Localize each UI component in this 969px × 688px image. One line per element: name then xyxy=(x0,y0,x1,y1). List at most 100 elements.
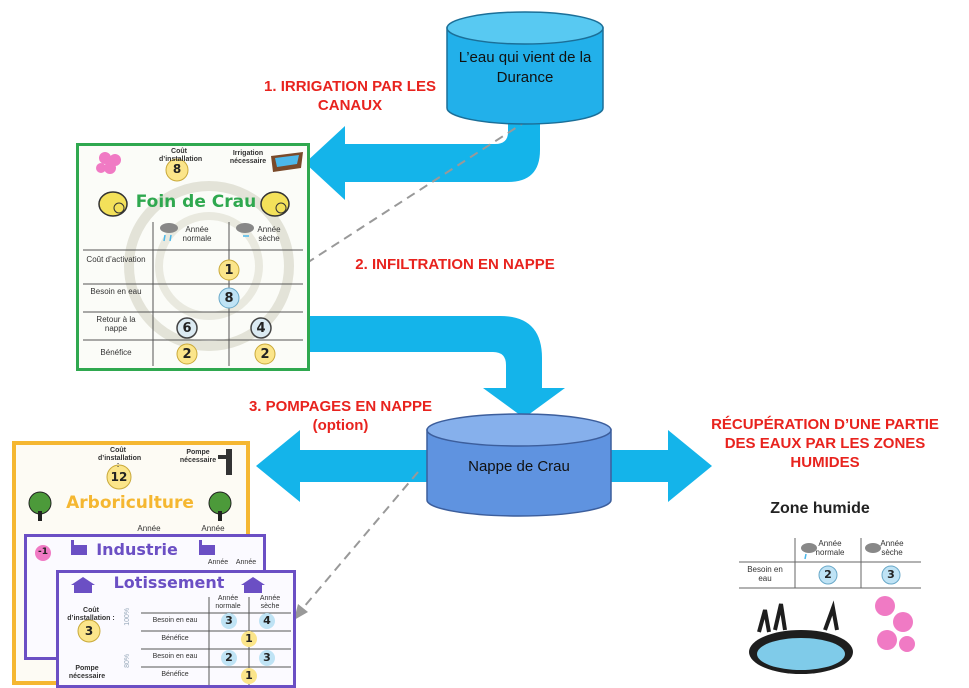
zone-value-seche: 3 xyxy=(887,568,895,581)
durance-cylinder xyxy=(446,11,604,125)
zone-row-label: Besoin en eau xyxy=(747,565,783,583)
foin-title: Foin de Crau xyxy=(135,192,257,212)
badge-lot-besoin2-normale xyxy=(221,650,237,666)
foin-row-2-label: Retour à la nappe xyxy=(96,315,136,333)
foin-row-1-label: Besoin en eau xyxy=(90,287,142,296)
step-recuperation-label: RÉCUPÉRATION D’UNE PARTIE DES EAUX PAR L… xyxy=(711,416,939,471)
lot-row-1-seche: 1 xyxy=(245,632,253,645)
foin-card: Coût d’installation : 8 Irrigation néces… xyxy=(76,143,310,371)
foin-row-3-label: Bénéfice xyxy=(100,348,132,357)
arbo-card-graphics xyxy=(28,449,232,521)
lot-row-3-label: Bénéfice xyxy=(161,671,189,678)
lot-row-0-label: Besoin en eau xyxy=(152,617,198,624)
lot-row-2-normale: 2 xyxy=(225,651,233,664)
arbo-cost-coin-icon xyxy=(106,464,132,490)
foin-irrigation-label: Irrigation nécessaire xyxy=(229,150,267,165)
step-infiltration-label: 2. INFILTRATION EN NAPPE xyxy=(355,256,555,273)
lotissement-card-graphics xyxy=(71,577,291,685)
zone-flower-icon xyxy=(875,596,915,652)
zone-title: Zone humide xyxy=(770,500,870,517)
zone-rain-icon xyxy=(801,543,817,560)
pump-icon xyxy=(218,449,232,475)
hay-icon-left xyxy=(98,191,128,217)
industrie-col-seche: Année xyxy=(235,559,257,566)
badge-lot-benefice2 xyxy=(241,668,257,684)
cloud-icon-seche xyxy=(236,223,254,237)
factory-icon-left xyxy=(71,540,87,555)
foin-card-graphics xyxy=(83,152,303,366)
badge-besoin-normale xyxy=(218,287,240,309)
lotissement-side-80: 80% xyxy=(124,653,132,668)
foin-row-3-seche: 2 xyxy=(260,347,270,362)
arbo-cost-value: 12 xyxy=(110,470,128,484)
lotissement-title: Lotissement xyxy=(113,573,225,592)
foin-row-3-normale: 2 xyxy=(182,347,192,362)
foin-col-seche: Année sèche xyxy=(257,225,281,243)
hay-icon-right xyxy=(260,191,290,217)
foin-cost-label: Coût d’installation : xyxy=(159,148,203,171)
nappe-cylinder xyxy=(426,413,612,517)
cost-coin-icon xyxy=(165,158,189,182)
lot-row-0-normale: 3 xyxy=(225,614,233,627)
industrie-card-graphics xyxy=(35,540,215,561)
foin-row-0-normale: 1 xyxy=(224,263,234,278)
arbo-cost-label: Coût d’installation : xyxy=(98,447,142,470)
zone-badge-normale xyxy=(818,565,838,585)
foin-row-1-normale: 8 xyxy=(224,291,234,306)
tree-icon-left xyxy=(28,491,52,521)
arbo-pump-label: Pompe nécessaire xyxy=(179,449,217,464)
industrie-flower-icon xyxy=(35,545,51,561)
infiltration-arrow xyxy=(310,316,565,418)
arbo-title: Arboriculture xyxy=(66,493,194,513)
lot-row-2-seche: 3 xyxy=(263,651,271,664)
badge-lot-besoin1-normale xyxy=(221,613,237,629)
zone-table-lines xyxy=(739,538,921,589)
badge-lot-besoin1-seche xyxy=(259,613,275,629)
step-pompages-label: 3. POMPAGES EN NAPPE (option) xyxy=(248,398,433,434)
badge-benefice-normale xyxy=(176,343,198,365)
pompage-arrow xyxy=(256,430,430,502)
durance-label: L’eau qui vient de la Durance xyxy=(458,49,592,86)
recuperation-arrow xyxy=(610,430,712,502)
dashed-arrowhead-lotissement xyxy=(294,604,308,620)
arbo-col-normale: Année xyxy=(137,524,161,533)
badge-benefice-seche xyxy=(254,343,276,365)
lotissement-cost-value: 3 xyxy=(84,624,94,638)
foin-col-normale: Année normale xyxy=(182,225,212,243)
lotissement-side-100: 100% xyxy=(124,607,132,626)
industrie-title: Industrie xyxy=(96,540,178,559)
lot-row-2-label: Besoin en eau xyxy=(152,653,198,660)
rain-icon-normale xyxy=(160,223,178,242)
step-irrigation-label: 1. IRRIGATION PAR LES CANAUX xyxy=(264,78,436,114)
zone-cloud-icon xyxy=(865,543,881,553)
foin-row-0-label: Coût d’activation xyxy=(86,255,146,264)
lotissement-cost-label: Coût d’installation : xyxy=(67,607,115,622)
lotissement-pump-label: Pompe nécessaire xyxy=(68,665,106,680)
dashed-link-lotissement xyxy=(297,471,419,615)
factory-icon-right xyxy=(199,540,215,555)
zone-col-seche: Année sèche xyxy=(880,539,904,557)
canal-icon xyxy=(271,152,303,172)
tree-icon-right xyxy=(208,491,232,521)
flower-icon xyxy=(96,152,121,174)
lot-row-0-seche: 4 xyxy=(263,614,271,627)
foin-row-2-normale: 6 xyxy=(182,321,192,336)
irrigation-arrow xyxy=(305,108,540,200)
arbo-col-seche: Année xyxy=(201,524,225,533)
lot-row-1-label: Bénéfice xyxy=(161,635,189,642)
badge-lot-besoin2-seche xyxy=(259,650,275,666)
house-icon-right xyxy=(241,577,265,593)
pond-icon xyxy=(749,600,853,674)
badge-retour-normale xyxy=(176,317,198,339)
zone-badge-seche xyxy=(881,565,901,585)
zone-col-normale: Année normale xyxy=(815,539,845,557)
lotissement-col-seche: Année sèche xyxy=(259,595,281,610)
industrie-col-normale: Année xyxy=(207,559,229,566)
lotissement-cost-coin-icon xyxy=(77,619,101,643)
lot-row-3-seche: 1 xyxy=(245,669,253,682)
industrie-badge: -1 xyxy=(38,547,48,557)
badge-activation-normale xyxy=(218,259,240,281)
lotissement-card: Lotissement Année normale Année sèche Co… xyxy=(56,570,296,688)
badge-retour-seche xyxy=(250,317,272,339)
